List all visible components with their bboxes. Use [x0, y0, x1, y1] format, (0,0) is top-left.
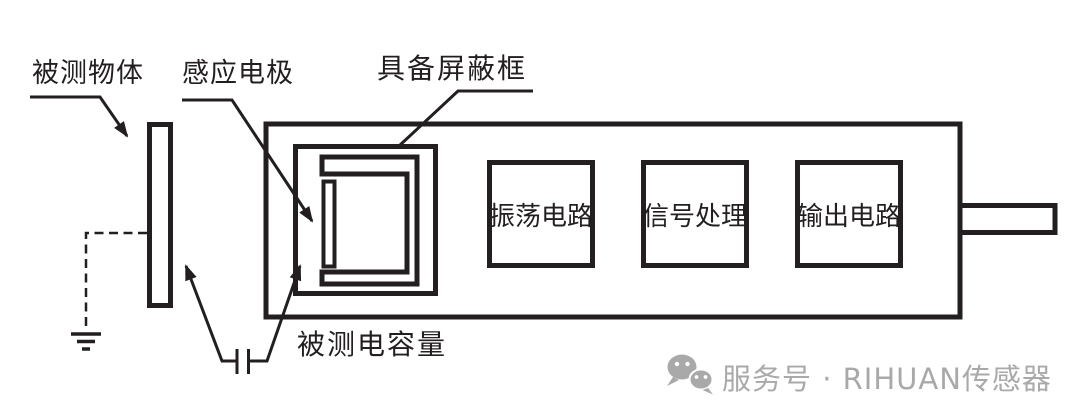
measured-object-label: 被测物体 — [32, 58, 144, 89]
shield-frame-label: 具备屏蔽框 — [377, 52, 528, 85]
ground-symbol — [71, 332, 101, 351]
measured-object-leader — [30, 95, 129, 138]
watermark-text: 服务号 · RIHUAN传感器 — [722, 362, 1052, 396]
signal-processing-label: 信号处理 — [643, 201, 748, 232]
connector-stub — [957, 203, 1058, 235]
sensing-electrode-label: 感应电极 — [182, 58, 294, 89]
signal-processing-block: 信号处理 — [641, 160, 749, 268]
capacitance-arrow-left — [184, 264, 236, 363]
capacitor-symbol — [235, 349, 250, 374]
sensing-electrode-leader — [182, 98, 314, 223]
wechat-icon — [667, 354, 714, 395]
dashed-ground-wire — [84, 231, 147, 330]
capacitance-arrow-right — [250, 264, 302, 363]
shield-band — [319, 154, 420, 287]
oscillator-circuit-label: 振荡电路 — [489, 201, 594, 232]
output-circuit-label: 输出电路 — [797, 201, 902, 232]
sensing-electrode — [321, 179, 337, 269]
oscillator-circuit-block: 振荡电路 — [487, 160, 595, 268]
output-circuit-block: 输出电路 — [795, 160, 903, 268]
shield-frame-leader — [397, 89, 533, 148]
measured-object-plate — [147, 122, 173, 308]
measured-capacitance-label: 被测电容量 — [297, 328, 448, 361]
